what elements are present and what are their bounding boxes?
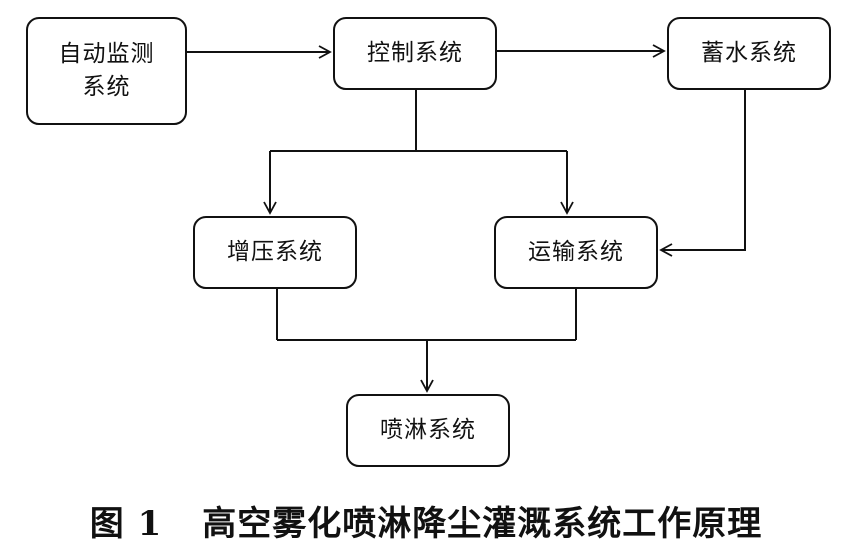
node-label: 蓄水系统	[701, 39, 797, 66]
node-control-system: 控制系统	[333, 17, 497, 90]
figure-title: 高空雾化喷淋降尘灌溉系统工作原理	[202, 503, 763, 544]
node-label: 控制系统	[367, 39, 463, 66]
node-pressurization-system: 增压系统	[193, 216, 357, 289]
connector-layer	[187, 44, 746, 393]
figure-number: 图 1	[89, 503, 163, 544]
node-transport-system: 运输系统	[494, 216, 658, 289]
node-label: 增压系统	[227, 238, 323, 265]
flow-diagram: 自动监测系统 控制系统 蓄水系统 增压系统 运输系统 喷淋系统	[26, 17, 831, 467]
node-water-storage-system: 蓄水系统	[667, 17, 831, 90]
figure-caption: 图 1 高空雾化喷淋降尘灌溉系统工作原理	[0, 492, 852, 548]
node-label: 喷淋系统	[380, 416, 476, 443]
node-label: 运输系统	[528, 238, 624, 265]
edge-storage-to-transport	[659, 90, 746, 257]
node-auto-monitoring-system: 自动监测系统	[26, 17, 187, 125]
node-label: 自动监测系统	[58, 40, 155, 100]
node-spray-system: 喷淋系统	[346, 394, 510, 467]
